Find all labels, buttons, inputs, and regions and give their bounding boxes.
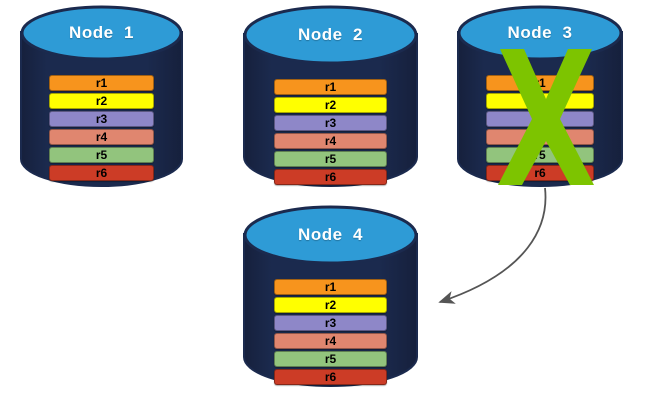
cylinder-top-ellipse (243, 5, 418, 65)
row-bar-r2[interactable]: r2 (274, 297, 387, 313)
row-bar-r5[interactable]: r5 (486, 147, 594, 163)
row-bar-r4[interactable]: r4 (274, 133, 387, 149)
row-bar-r6[interactable]: r6 (49, 165, 154, 181)
row-list: r1 r2 r3 r4 r5 r6 (457, 75, 623, 181)
row-bar-r1[interactable]: r1 (486, 75, 594, 91)
row-bar-r5[interactable]: r5 (274, 151, 387, 167)
row-bar-r2[interactable]: r2 (49, 93, 154, 109)
row-bar-r2[interactable]: r2 (274, 97, 387, 113)
row-bar-r3[interactable]: r3 (49, 111, 154, 127)
row-bar-r1[interactable]: r1 (274, 79, 387, 95)
cylinder-top-ellipse (243, 205, 418, 265)
row-bar-r4[interactable]: r4 (274, 333, 387, 349)
row-bar-r3[interactable]: r3 (274, 315, 387, 331)
cylinder-top-ellipse (20, 5, 183, 61)
row-list: r1 r2 r3 r4 r5 r6 (20, 75, 183, 181)
replication-arrow-path (438, 187, 547, 304)
row-bar-r6[interactable]: r6 (274, 169, 387, 185)
row-bar-r4[interactable]: r4 (486, 129, 594, 145)
row-list: r1 r2 r3 r4 r5 r6 (243, 79, 418, 185)
row-bar-r3[interactable]: r3 (274, 115, 387, 131)
cylinder-top-ellipse (457, 5, 623, 61)
row-bar-r2[interactable]: r2 (486, 93, 594, 109)
row-bar-r3[interactable]: r3 (486, 111, 594, 127)
row-bar-r1[interactable]: r1 (274, 279, 387, 295)
row-bar-r4[interactable]: r4 (49, 129, 154, 145)
row-bar-r5[interactable]: r5 (274, 351, 387, 367)
row-bar-r5[interactable]: r5 (49, 147, 154, 163)
row-bar-r1[interactable]: r1 (49, 75, 154, 91)
row-bar-r6[interactable]: r6 (486, 165, 594, 181)
row-bar-r6[interactable]: r6 (274, 369, 387, 385)
row-list: r1 r2 r3 r4 r5 r6 (243, 279, 418, 385)
